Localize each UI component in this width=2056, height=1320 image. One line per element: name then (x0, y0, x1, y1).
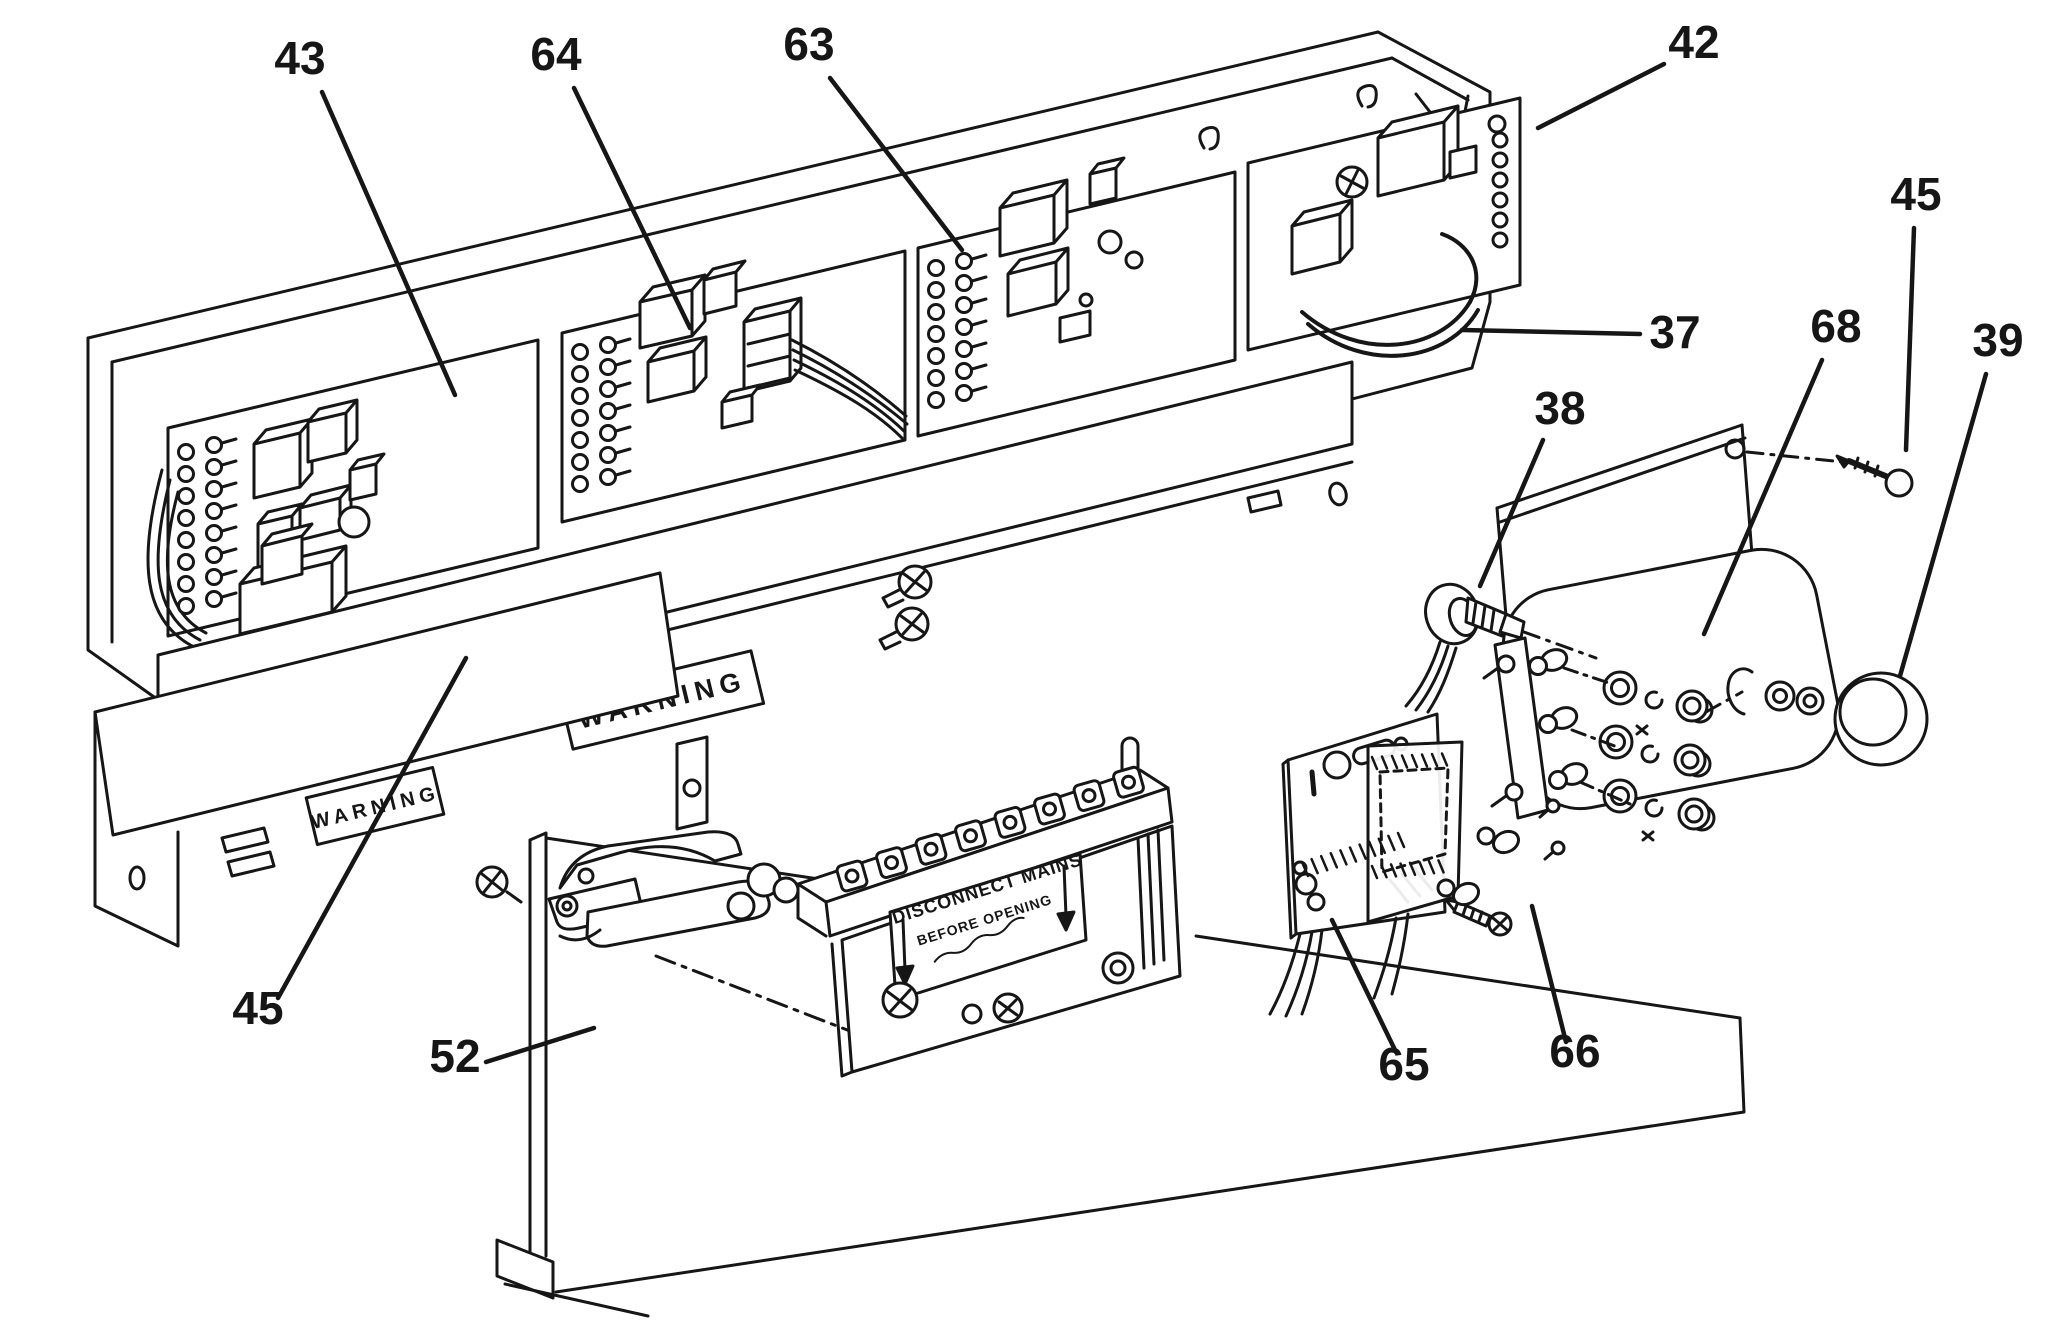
knob-39 (1833, 671, 1929, 767)
callout-number: 63 (783, 18, 834, 70)
callout-52: 52 (429, 1025, 597, 1082)
callout-leader-line (1535, 61, 1667, 131)
callout-number: 45 (232, 982, 283, 1034)
callout-number: 65 (1378, 1038, 1429, 1090)
lamp-icon (1528, 648, 1569, 676)
callout-leader-line (483, 1025, 597, 1065)
terminal-strip-cells (835, 765, 1145, 893)
bezel-panel-68 (1501, 547, 1841, 842)
fine-print-scrawl (933, 916, 1025, 963)
callout-leader-line (571, 85, 693, 331)
pcb-63 (916, 156, 1237, 438)
screw-hole (1724, 438, 1746, 460)
card-cage (86, 30, 1492, 716)
callout-number: 39 (1972, 314, 2023, 366)
callout-leader-line (1459, 327, 1643, 337)
lamp-icon (1548, 762, 1589, 790)
callout-leader-line (1529, 903, 1569, 1045)
callout-63: 63 (783, 18, 965, 253)
callout-42: 42 (1535, 16, 1720, 131)
down-arrow-icon (1056, 864, 1076, 932)
centerline (1745, 450, 1845, 464)
callout-number: 52 (429, 1030, 480, 1082)
callout-leader-line (1897, 371, 1989, 679)
hanger-bracket (675, 735, 709, 831)
washers (1704, 667, 1825, 716)
callout-65: 65 (1329, 917, 1430, 1090)
callout-number: 42 (1668, 16, 1719, 68)
callout-number: 37 (1649, 306, 1700, 358)
button-grid (1598, 670, 1716, 832)
panel-slots (220, 826, 276, 878)
edge-connector-contacts (177, 436, 238, 615)
centerline (1704, 690, 1744, 714)
callout-39: 39 (1897, 314, 2024, 679)
centerline (654, 954, 870, 1040)
callout-number: 38 (1534, 382, 1585, 434)
callout-number: 45 (1890, 168, 1941, 220)
potentiometer-38 (1404, 582, 1598, 714)
latch-assembly (547, 830, 800, 948)
callout-38: 38 (1477, 382, 1586, 589)
pcb-42 (1246, 96, 1522, 358)
edge-connector-contacts (571, 336, 632, 493)
callout-45: 45 (1890, 168, 1942, 453)
warning-sticker-panel: WARNING (304, 765, 446, 847)
callout-number: 64 (530, 28, 582, 80)
callout-number: 66 (1549, 1025, 1600, 1077)
lamp-icon (1538, 706, 1579, 734)
panel-52 (495, 831, 1746, 1318)
callout-45: 45 (232, 655, 469, 1034)
callout-66: 66 (1529, 903, 1601, 1077)
callout-43: 43 (274, 32, 458, 398)
callout-leader-line (319, 89, 458, 398)
callout-leader-line (1329, 917, 1399, 1055)
callout-leader-line (275, 655, 469, 1001)
centerline (1522, 630, 1598, 660)
callout-37: 37 (1459, 306, 1701, 358)
callout-number: 43 (274, 32, 325, 84)
screw-45 (1745, 450, 1914, 498)
callout-leader-line (1701, 357, 1825, 637)
lamp-set-66 (1436, 636, 1632, 907)
callout-leader-line (1903, 225, 1917, 453)
front-left-panel: WARNING (93, 571, 680, 948)
edge-connector-contacts (927, 252, 988, 409)
edge-connector-contacts (1491, 131, 1509, 249)
callout-64: 64 (530, 28, 693, 331)
down-arrow-icon (895, 918, 915, 986)
mounting-screws (654, 564, 933, 1040)
callout-68: 68 (1701, 300, 1862, 637)
pcb-65 (1268, 712, 1513, 1018)
centerline (1562, 666, 1632, 806)
hatch-strips (1300, 752, 1449, 880)
callout-layer: 43 64 63 42 45 37 68 39 38 45 52 65 66 (232, 16, 2023, 1090)
callout-leader-line (1477, 437, 1546, 589)
mains-label-plate (888, 852, 1088, 1002)
callout-leader-line (827, 75, 965, 253)
pcb-43 (146, 338, 540, 650)
callout-number: 68 (1810, 300, 1861, 352)
